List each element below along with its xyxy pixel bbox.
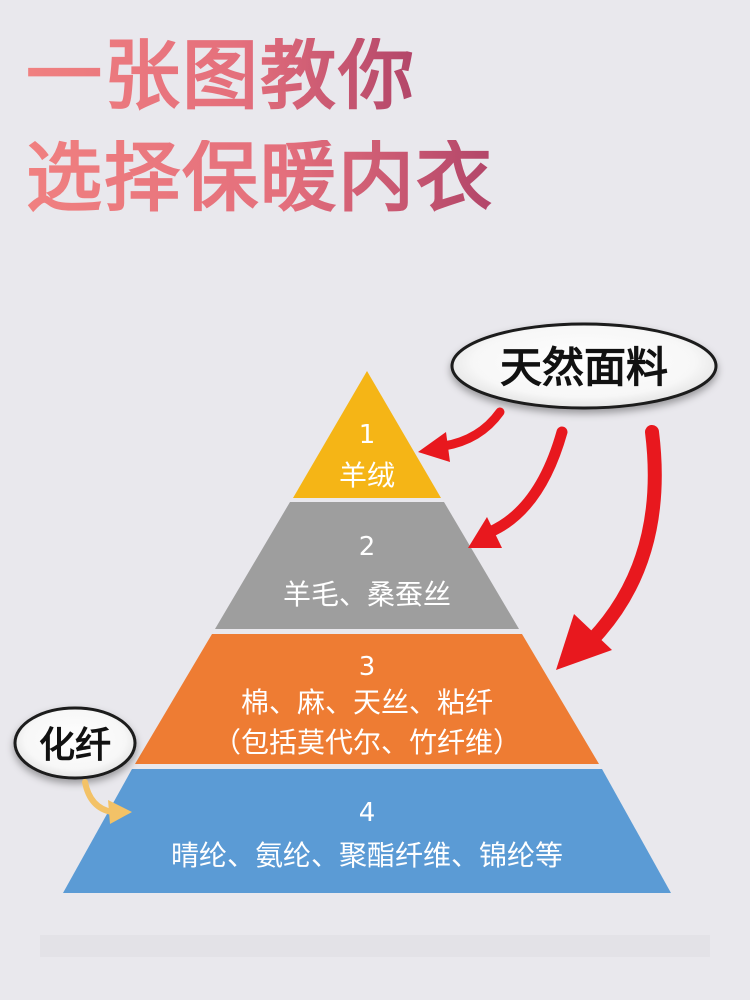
- layer-4-number: 4: [359, 798, 376, 828]
- callout-natural: 天然面料: [450, 322, 718, 410]
- layer-2-label: 羊毛、桑蚕丝: [283, 578, 451, 611]
- layer-1-label: 羊绒: [339, 459, 395, 492]
- layer-3-sublabel: （包括莫代尔、竹纤维）: [213, 726, 521, 759]
- pyramid-layer-2: [215, 502, 519, 629]
- callout-natural-label: 天然面料: [500, 343, 668, 392]
- layer-2-number: 2: [359, 532, 376, 562]
- title-line-2: 选择保暖内衣: [26, 133, 494, 222]
- yellow-arrow-to-layer-4: [82, 779, 132, 824]
- pyramid-layer-3: [135, 634, 599, 764]
- red-arrow-to-layer-3: [556, 425, 662, 670]
- layer-3-label: 棉、麻、天丝、粘纤: [241, 686, 493, 719]
- red-arrow-to-layer-2: [468, 426, 568, 548]
- pyramid-layer-1: [293, 371, 441, 498]
- callout-synthetic: 化纤: [13, 706, 137, 780]
- bottom-shadow-band: [40, 935, 710, 957]
- pyramid-layer-4: [63, 769, 671, 893]
- red-arrow-to-layer-1: [418, 407, 505, 462]
- layer-1-number: 1: [359, 420, 376, 450]
- title-line-1: 一张图教你: [26, 31, 416, 120]
- layer-3-number: 3: [359, 652, 376, 682]
- layer-4-label: 晴纶、氨纶、聚酯纤维、锦纶等: [171, 839, 563, 872]
- callout-synthetic-label: 化纤: [39, 725, 111, 766]
